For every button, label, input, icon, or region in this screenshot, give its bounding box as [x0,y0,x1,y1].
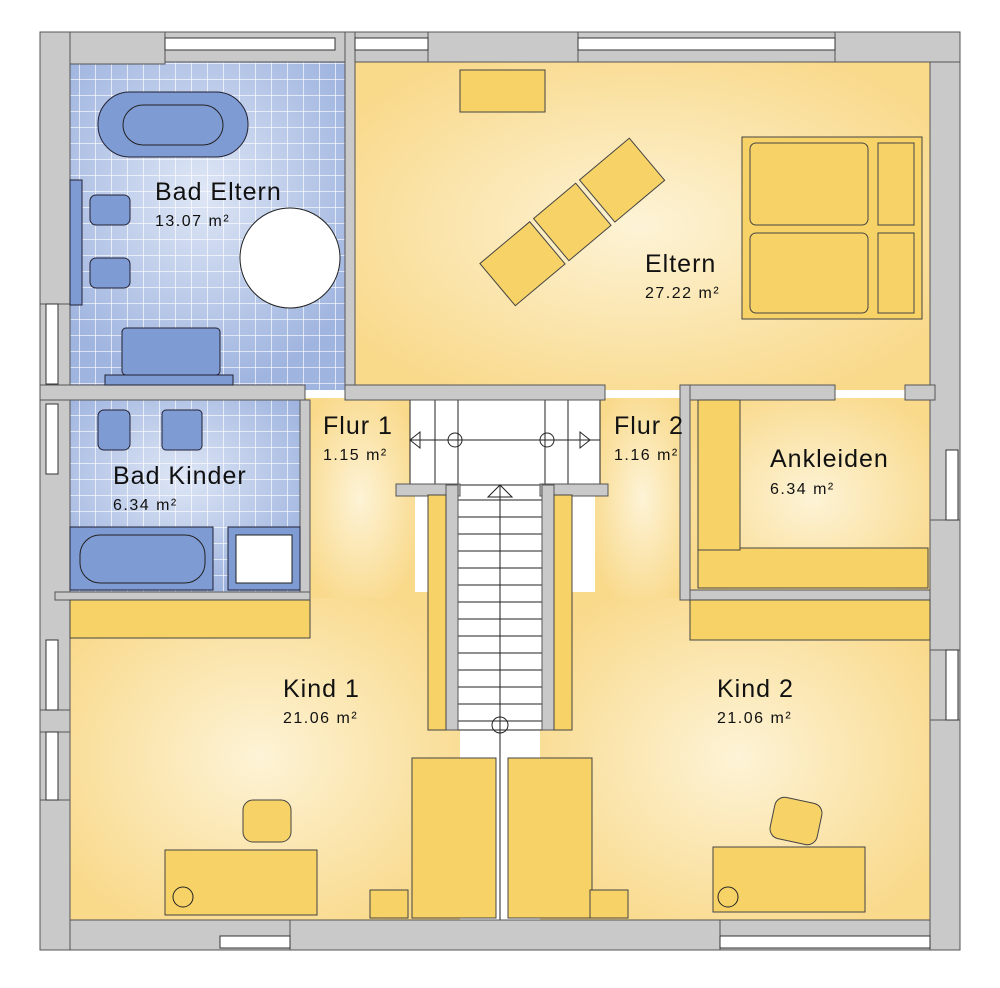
walls [39,31,961,951]
room-area: 1.16 m² [614,447,679,464]
room-area: 13.07 m² [155,213,230,230]
room-area: 6.34 m² [113,497,178,514]
room-area: 1.15 m² [323,447,388,464]
windows [45,37,959,949]
chair-icon [242,799,292,843]
room-name: Bad Kinder [113,462,247,490]
room-labels: Bad Eltern 13.07 m² Eltern 27.22 m² Flur… [113,178,889,727]
bed-icon [507,757,593,919]
furniture [69,69,931,919]
bathtub-icon [97,91,249,158]
shower-icon [239,207,341,309]
floor-flur2 [595,398,690,598]
room-name: Ankleiden [770,445,889,473]
bathtub-icon [69,526,214,591]
room-name: Flur 2 [614,412,684,440]
room-name: Kind 2 [717,675,794,703]
bad-kinder-fixtures [69,409,301,591]
bad-eltern-fixtures [69,91,341,386]
room-area: 21.06 m² [717,710,792,727]
room-name: Flur 1 [323,412,393,440]
floor-stairs-landing [409,399,601,486]
room-name: Eltern [645,250,716,278]
room-area: 27.22 m² [645,285,720,302]
bed-icon [411,757,497,919]
room-name: Bad Eltern [155,178,282,206]
room-area: 6.34 m² [770,481,835,498]
double-sink-icon [121,327,221,376]
chair-icon [769,796,823,846]
room-area: 21.06 m² [283,710,358,727]
room-name: Kind 1 [283,675,360,703]
desk-icon [712,846,866,913]
floor-flur1 [305,398,415,598]
